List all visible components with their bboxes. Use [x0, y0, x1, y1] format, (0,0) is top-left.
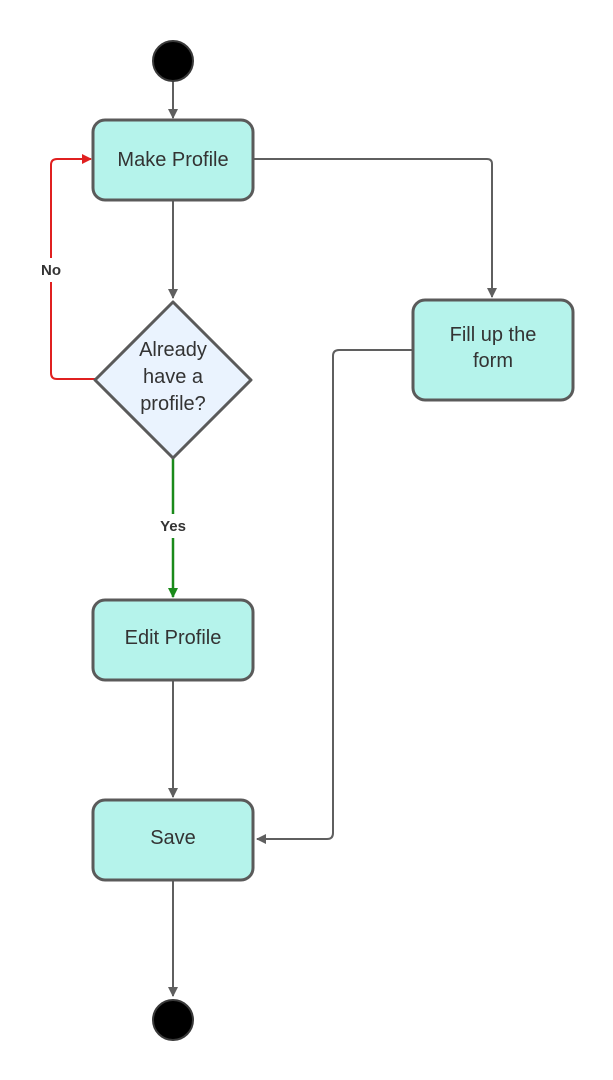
- node-make-profile-label: Make Profile: [117, 149, 228, 171]
- node-decision-label-line-1: Already: [139, 339, 207, 361]
- edge-make-profile-to-fill-form: [254, 158, 497, 298]
- node-edit-profile: Edit Profile: [91, 598, 255, 682]
- start-node: [152, 40, 194, 82]
- edge-label-yes: Yes: [160, 518, 186, 535]
- node-edit-profile-label: Edit Profile: [125, 627, 222, 649]
- end-node: [152, 999, 194, 1041]
- node-save-label: Save: [150, 827, 196, 849]
- node-decision-label-line-3: profile?: [140, 393, 206, 415]
- node-fill-form-label-line-1: Fill up the: [450, 324, 537, 346]
- node-fill-form-label-line-2: form: [473, 350, 513, 372]
- node-decision-label-line-2: have a: [143, 366, 204, 388]
- edge-label-no: No: [41, 262, 61, 279]
- node-save: Save: [91, 798, 255, 882]
- node-fill-form: Fill up the form: [411, 298, 575, 402]
- node-make-profile: Make Profile: [91, 118, 255, 202]
- node-decision: Already have a profile?: [93, 300, 253, 460]
- edge-fill-form-to-save: [256, 349, 413, 844]
